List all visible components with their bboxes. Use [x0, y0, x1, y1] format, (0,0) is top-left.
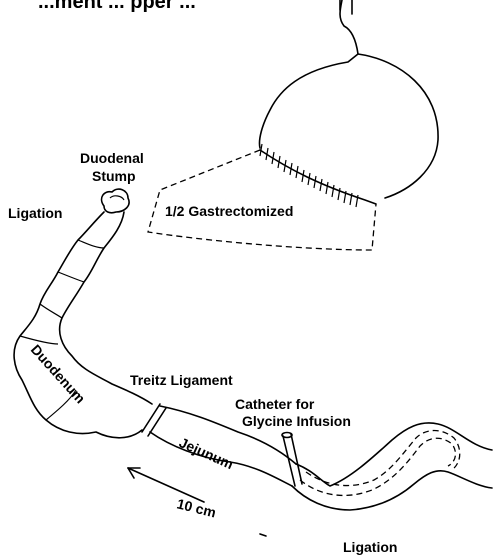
jejunum-label: Jejunum [177, 434, 236, 472]
ligation-bottom-label: Ligation [343, 539, 397, 555]
catheter [282, 433, 302, 487]
distal-loop [292, 423, 492, 510]
duodenal-stump-line1: Duodenal [80, 150, 144, 166]
catheter-line2: Glycine Infusion [242, 413, 351, 429]
ligation-top-label: Ligation [8, 205, 62, 221]
catheter-line1: Catheter for [235, 396, 315, 412]
gastrectomized-label: 1/2 Gastrectomized [165, 203, 293, 219]
duodenal-stump-line2: Stump [92, 168, 136, 184]
catheter-label: Catheter for Glycine Infusion [235, 396, 351, 429]
treitz-ligament-label: Treitz Ligament [130, 372, 233, 388]
suture-marks [260, 144, 358, 207]
header-title-partial: ...ment ... pper ... [38, 0, 196, 13]
duodenum-label: Duodenum [28, 341, 89, 406]
treitz-ties [142, 404, 166, 436]
duodenal-stump-label: Duodenal Stump [80, 150, 148, 184]
distance-label: 10 cm [175, 495, 217, 520]
